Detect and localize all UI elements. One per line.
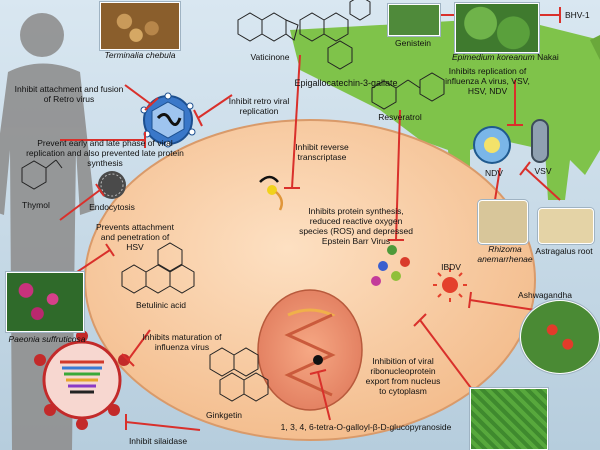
label-thymol: Thymol xyxy=(22,200,50,210)
resveratrol-molecule xyxy=(371,72,445,110)
terminalia-photo xyxy=(100,2,180,50)
cow-silhouette xyxy=(290,20,600,200)
ibdv-particle xyxy=(433,268,467,302)
astragalus-photo xyxy=(538,208,594,244)
label-egcg: Epigallocatechin-3-gallate xyxy=(294,78,398,88)
effect-retro-replication: Inhibit retro viral replication xyxy=(228,96,290,116)
epimedium-photo xyxy=(455,3,539,53)
effect-flu-replication: Inhibits replication of influenza A viru… xyxy=(445,66,530,96)
label-epimedium-name: Epimedium koreanum xyxy=(452,52,535,62)
effect-sialidase: Inhibit silaidase xyxy=(128,436,188,446)
endocytosis-vesicle xyxy=(98,171,126,199)
label-rhizoma: Rhizoma anemarrhenae xyxy=(477,244,533,264)
label-ndv: NDV xyxy=(485,168,503,178)
label-epimedium: Epimedium koreanum Nakai xyxy=(452,52,572,62)
effect-protein-synth: Inhibits protein synthesis, reduced reac… xyxy=(299,206,413,246)
reverse-transcriptase xyxy=(259,175,284,211)
label-paeonia: Paeonia suffruticosa xyxy=(8,334,86,344)
ashwagandha-photo xyxy=(520,300,600,374)
host-cell xyxy=(84,119,536,441)
effect-retro-attach: Inhibit attachment and fusion of Retro v… xyxy=(14,84,124,104)
label-genistein: Genistein xyxy=(395,38,431,48)
label-galloyl: 1, 3, 4, 6-tetra-O-galloyl-β-D-glucopyra… xyxy=(280,422,452,432)
nucleus xyxy=(257,289,363,411)
label-ashwagandha: Ashwagandha xyxy=(518,290,572,300)
label-betulinic: Betulinic acid xyxy=(135,300,187,310)
vsv-particle xyxy=(531,119,549,163)
fern-photo xyxy=(470,388,548,450)
betulinic-molecule xyxy=(121,242,195,294)
effect-early-late: Prevent early and late phase of viral re… xyxy=(26,138,184,168)
dna-strand xyxy=(284,308,336,397)
egcg-molecule xyxy=(299,0,371,70)
label-endocytosis: Endocytosis xyxy=(89,202,135,212)
ginkgetin-molecule xyxy=(209,347,269,402)
genistein-plant-photo xyxy=(388,4,440,36)
label-bhv: BHV-1 xyxy=(565,10,590,20)
ndv-particle xyxy=(473,126,511,164)
influenza-particle xyxy=(34,330,130,430)
label-epimedium-suffix: Nakai xyxy=(537,52,559,62)
label-astragalus: Astragalus root xyxy=(535,246,593,256)
effect-flu-maturation: Inhibits maturation of influenza virus xyxy=(142,332,222,352)
effect-hsv: Prevents attachment and penetration of H… xyxy=(96,222,174,252)
label-resveratrol: Resveratrol xyxy=(378,112,422,122)
rhizoma-photo xyxy=(478,200,528,244)
label-ibdv: IBDV xyxy=(441,262,461,272)
label-ginkgetin: Ginkgetin xyxy=(206,410,242,420)
thymol-molecule xyxy=(21,159,63,190)
label-vsv: VSV xyxy=(534,166,552,176)
effect-rnp: Inhibition of viral ribonucleoprotein ex… xyxy=(365,356,441,396)
effect-rt: Inhibit reverse transcriptase xyxy=(295,142,349,162)
label-terminalia: Terminalia chebula xyxy=(104,50,176,60)
label-vaticinone: Vaticinone xyxy=(250,52,290,62)
vaticinone-molecule xyxy=(237,12,299,42)
protein-particles xyxy=(371,245,410,286)
paeonia-photo xyxy=(6,272,84,332)
